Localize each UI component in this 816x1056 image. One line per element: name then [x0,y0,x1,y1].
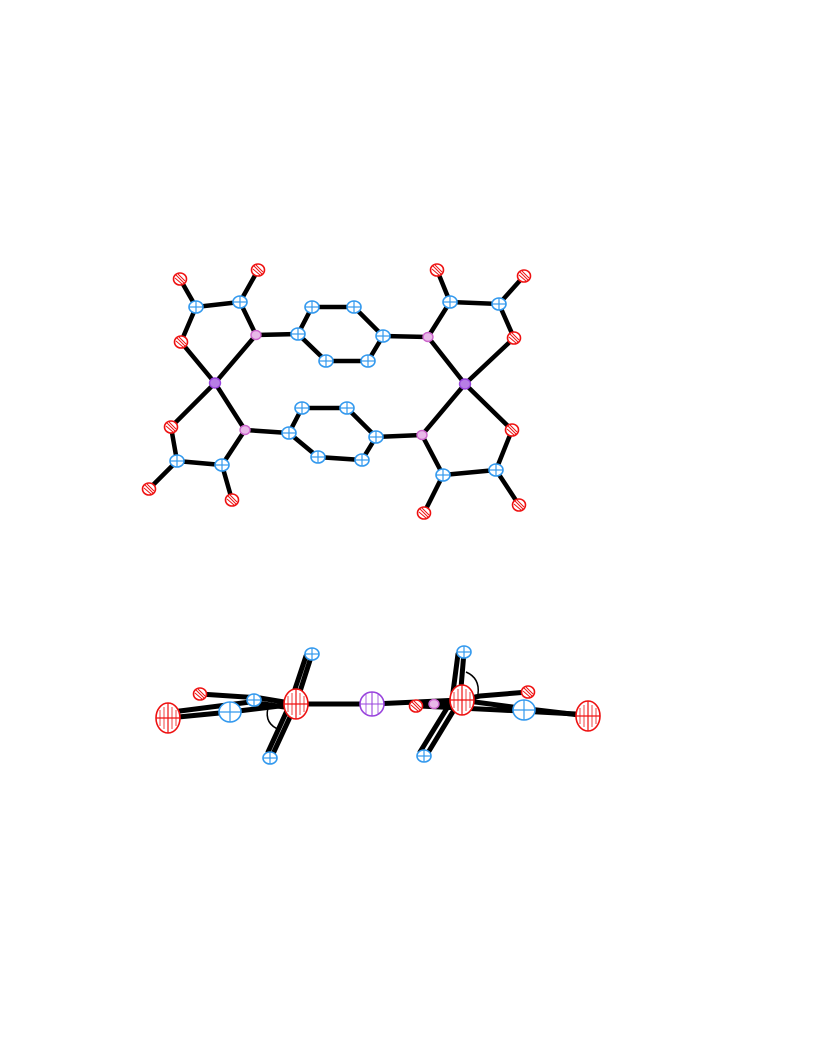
carbon-atom-icon [442,295,458,309]
bond-path [462,381,515,473]
bond-path [462,301,517,387]
bond-path [427,689,531,709]
boron-atom-icon [250,329,262,341]
top-view-bonds [146,267,527,516]
carbon-atom-icon [214,458,230,472]
oxygen-atom-icon [429,263,445,277]
boron-atom-icon [428,698,440,710]
carbon-atom-icon [281,426,297,440]
carbon-atom-icon [416,749,432,763]
oxygen-atom-icon [250,263,266,277]
oxygen-atom-icon [172,272,188,286]
oxygen-atom-icon [192,687,208,701]
carbon-atom-icon [512,699,536,721]
bond-path [212,380,248,468]
carbon-atom-icon [346,300,362,314]
side-view-atoms [155,645,601,765]
oxygen-atom-icon [511,498,527,512]
boron-atom-icon [416,429,428,441]
boron-atom-icon [239,424,251,436]
bond-path [242,405,379,463]
oxygen-atom-icon [506,331,522,345]
bond-path [177,267,261,310]
torsion-arc-icon [465,671,479,695]
top-view-structure [141,263,532,520]
phosphorus-atom-icon [359,691,385,717]
carbon-atom-icon [246,693,262,707]
carbon-atom-icon [232,295,248,309]
carbon-atom-icon [368,430,384,444]
bond-path [168,380,235,503]
carbon-atom-icon [339,401,355,415]
carbon-atom-icon [262,751,278,765]
carbon-atom-icon [456,645,472,659]
boron-atom-icon [422,331,434,343]
bond-path [425,334,468,387]
oxygen-atom-icon [504,423,520,437]
oxygen-atom-icon [283,688,309,720]
oxygen-atom-icon [408,699,424,713]
oxygen-atom-icon [575,700,601,732]
bond-path [419,381,468,516]
bond-path [212,299,259,386]
carbon-atom-icon [188,300,204,314]
oxygen-atom-icon [224,493,240,507]
oxygen-atom-icon [520,685,536,699]
carbon-atom-icon [375,329,391,343]
carbon-atom-icon [488,463,504,477]
torsion-arc-icon [266,707,281,731]
carbon-atom-icon [360,354,376,368]
carbon-atom-icon [290,327,306,341]
oxygen-atom-icon [416,506,432,520]
carbon-atom-icon [169,454,185,468]
oxygen-atom-icon [155,702,181,734]
carbon-atom-icon [218,701,242,723]
oxygen-atom-icon [141,482,157,496]
torsion-arcs [266,671,479,731]
phosphorus-atom-icon [458,378,472,390]
bond-path [447,273,527,307]
oxygen-atom-icon [516,269,532,283]
carbon-atom-icon [304,647,320,661]
oxygen-atom-icon [173,335,189,349]
carbon-atom-icon [310,450,326,464]
phosphorus-atom-icon [208,377,222,389]
carbon-atom-icon [354,453,370,467]
carbon-atom-icon [435,468,451,482]
carbon-atom-icon [491,297,507,311]
side-view-structure [155,645,601,765]
bond-path [440,467,522,508]
bond-path [253,304,386,364]
carbon-atom-icon [318,354,334,368]
oxygen-atom-icon [449,684,475,716]
carbon-atom-icon [294,401,310,415]
oxygen-atom-icon [163,420,179,434]
carbon-atom-icon [304,300,320,314]
